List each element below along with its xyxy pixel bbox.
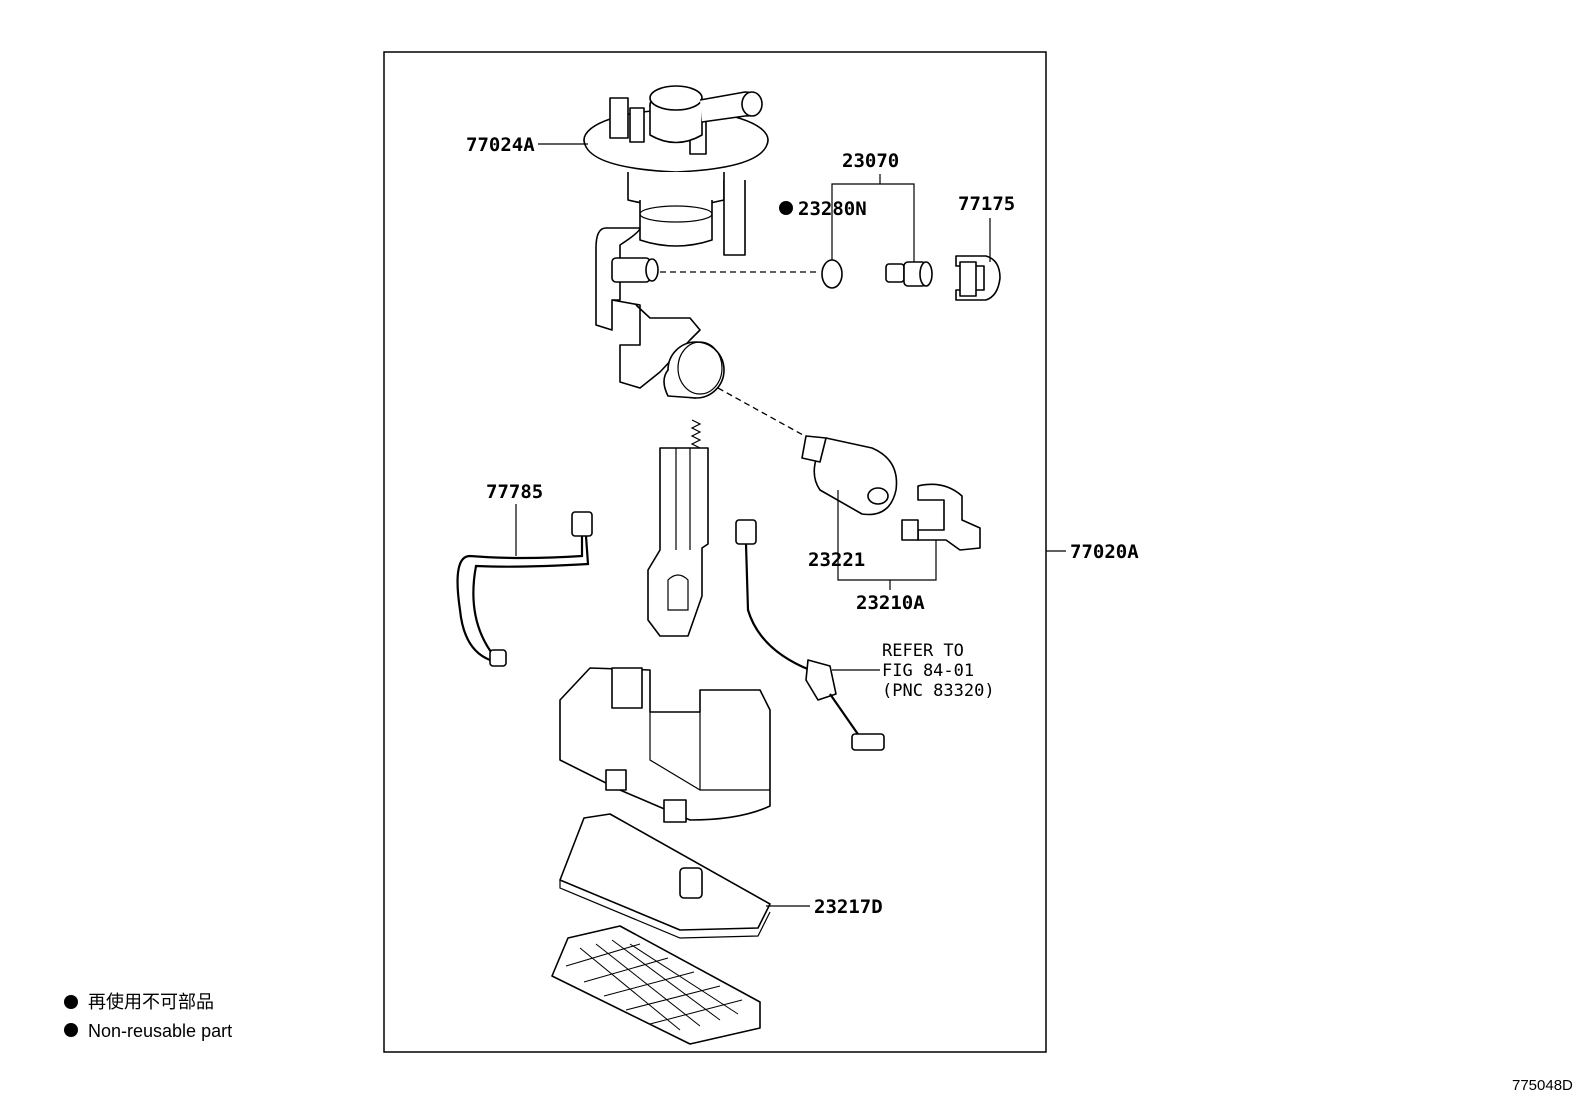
legend-english: Non-reusable part [88,1021,232,1041]
part-77024a-flange[interactable] [583,85,769,256]
part-77785-wire-harness[interactable] [456,511,593,667]
label-77020a: 77020A [1070,541,1139,563]
part-23217d-filter[interactable] [559,813,771,939]
label-23070: 23070 [842,150,899,172]
label-77024a: 77024A [466,134,535,156]
align-line-pump [717,387,813,441]
figure-code: 775048D [1512,1077,1573,1094]
label-23280n: 23280N [798,198,867,220]
part-23221-fuel-pump[interactable] [801,435,898,516]
part-strainer-tray[interactable] [551,925,761,1045]
part-sender-rail[interactable] [647,419,709,637]
label-23217d: 23217D [814,896,883,918]
legend-japanese: 再使用不可部品 [88,992,214,1012]
label-23210a: 23210A [856,592,925,614]
leader-23070 [831,174,915,262]
reference-note-line1: REFER TO [882,641,964,661]
non-reusable-marker-icon [779,201,793,215]
legend-bullet-icon-1 [64,995,78,1009]
reference-note-line2: FIG 84-01 [882,661,974,681]
part-77175-clip[interactable] [955,255,1001,301]
legend-bullet-icon-2 [64,1023,78,1037]
part-77024a-bracket[interactable] [595,227,725,399]
assembly-frame [383,51,1047,1053]
reference-note-line3: (PNC 83320) [882,681,995,701]
part-23280n-o-ring[interactable] [821,259,843,289]
part-sender-gauge-wire[interactable] [735,519,885,751]
part-23210a-bracket[interactable] [901,483,981,551]
label-77175: 77175 [958,193,1015,215]
part-lower-case[interactable] [559,667,771,823]
label-77785: 77785 [486,481,543,503]
leader-23210a [837,490,937,590]
part-23070-element[interactable] [885,261,933,287]
label-23221: 23221 [808,549,865,571]
